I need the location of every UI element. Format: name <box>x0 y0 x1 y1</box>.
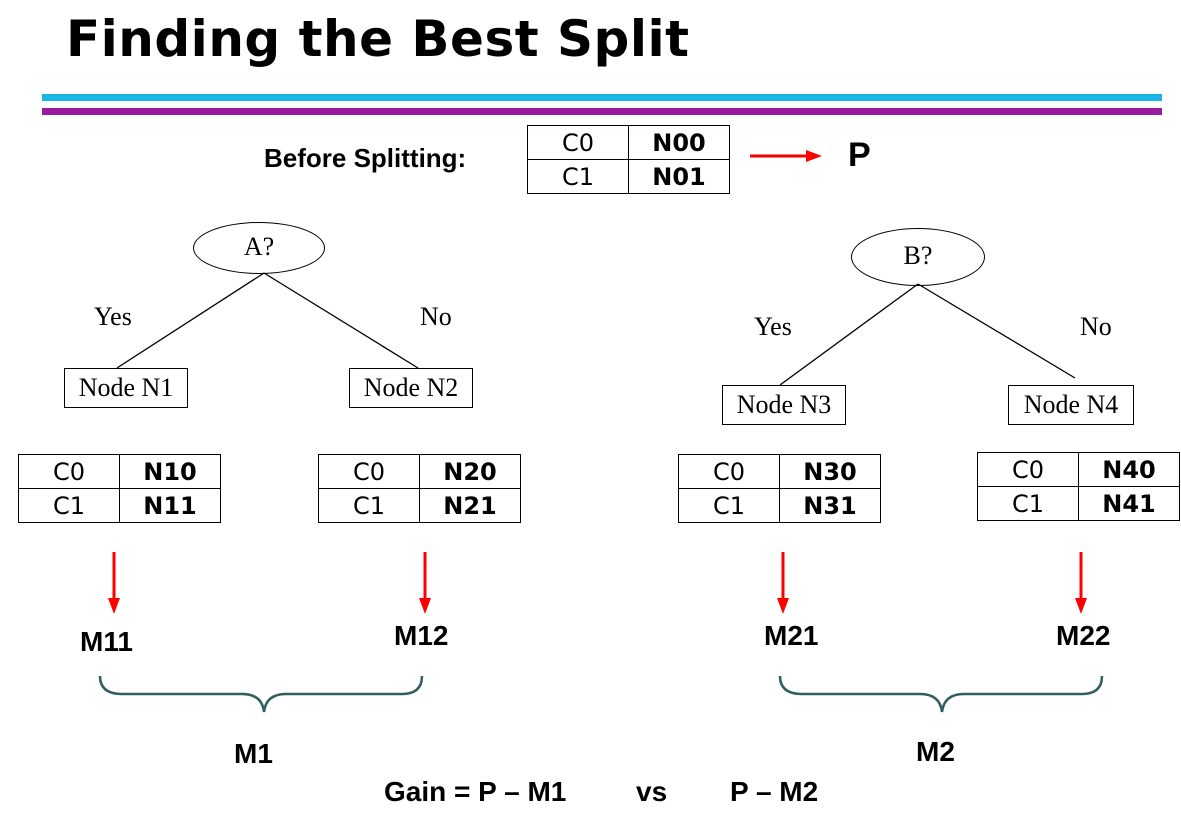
no-label-b: No <box>1080 312 1112 341</box>
node-n4: Node N4 <box>1008 385 1134 425</box>
count-cell: N31 <box>779 488 881 523</box>
count-cell: N20 <box>419 454 521 489</box>
class-cell: C1 <box>18 488 120 523</box>
edge-a-no <box>263 272 419 369</box>
measure-m21: M21 <box>764 620 819 651</box>
arrow-to-m12 <box>419 552 431 614</box>
count-cell: N40 <box>1078 452 1180 487</box>
edge-a-yes <box>116 272 265 369</box>
gain-formula-right: P – M2 <box>730 776 819 807</box>
count-cell: N41 <box>1078 486 1180 521</box>
count-cell: N30 <box>779 454 881 489</box>
page-title: Finding the Best Split <box>66 10 690 68</box>
gain-formula-vs: vs <box>636 776 668 807</box>
count-cell: N00 <box>628 125 730 160</box>
edge-b-yes <box>779 283 919 386</box>
table-row: C1 N11 <box>18 488 221 523</box>
brace-m1 <box>98 675 424 713</box>
count-cell: N21 <box>419 488 521 523</box>
table-row: C0 N40 <box>977 452 1180 487</box>
node-n1: Node N1 <box>64 368 188 408</box>
no-label-a: No <box>420 302 452 331</box>
node-n1-table: C0 N10 C1 N11 <box>18 454 221 523</box>
header-rule-cyan <box>42 94 1162 101</box>
count-cell: N01 <box>628 159 730 194</box>
arrow-to-m11 <box>108 552 120 614</box>
measure-m11: M11 <box>80 626 133 657</box>
table-row: C0 N10 <box>18 454 221 489</box>
class-cell: C0 <box>678 454 780 489</box>
table-row: C1 N01 <box>527 159 730 194</box>
node-n4-table: C0 N40 C1 N41 <box>977 452 1180 521</box>
class-cell: C1 <box>527 159 629 194</box>
brace-m2 <box>778 675 1104 713</box>
gain-formula-left: Gain = P – M1 <box>384 776 567 807</box>
table-row: C0 N20 <box>318 454 521 489</box>
table-row: C0 N00 <box>527 125 730 160</box>
node-n2-table: C0 N20 C1 N21 <box>318 454 521 523</box>
class-cell: C1 <box>678 488 780 523</box>
measure-m1: M1 <box>234 738 273 769</box>
count-cell: N10 <box>119 454 221 489</box>
split-question-b: B? <box>851 228 985 286</box>
table-row: C0 N30 <box>678 454 881 489</box>
yes-label-a: Yes <box>94 302 132 331</box>
node-n3-table: C0 N30 C1 N31 <box>678 454 881 523</box>
measure-m12: M12 <box>394 620 449 651</box>
class-cell: C0 <box>318 454 420 489</box>
yes-label-b: Yes <box>754 312 792 341</box>
node-n2: Node N2 <box>349 368 473 408</box>
node-n3: Node N3 <box>722 385 846 425</box>
before-table: C0 N00 C1 N01 <box>527 125 730 194</box>
before-splitting-label: Before Splitting: <box>264 143 467 173</box>
parent-measure-label: P <box>848 136 871 174</box>
count-cell: N11 <box>119 488 221 523</box>
class-cell: C0 <box>527 125 629 160</box>
class-cell: C0 <box>977 452 1079 487</box>
header-rule-gap <box>42 101 1162 108</box>
split-question-a: A? <box>193 222 325 274</box>
class-cell: C1 <box>977 486 1079 521</box>
measure-m2: M2 <box>916 736 955 767</box>
header-rule-purple <box>42 108 1162 115</box>
table-row: C1 N41 <box>977 486 1180 521</box>
table-row: C1 N31 <box>678 488 881 523</box>
class-cell: C0 <box>18 454 120 489</box>
edge-b-no <box>917 283 1076 379</box>
arrow-to-m21 <box>777 552 789 614</box>
class-cell: C1 <box>318 488 420 523</box>
arrow-to-m22 <box>1075 552 1087 614</box>
arrow-to-p <box>750 150 822 162</box>
measure-m22: M22 <box>1056 620 1111 651</box>
table-row: C1 N21 <box>318 488 521 523</box>
